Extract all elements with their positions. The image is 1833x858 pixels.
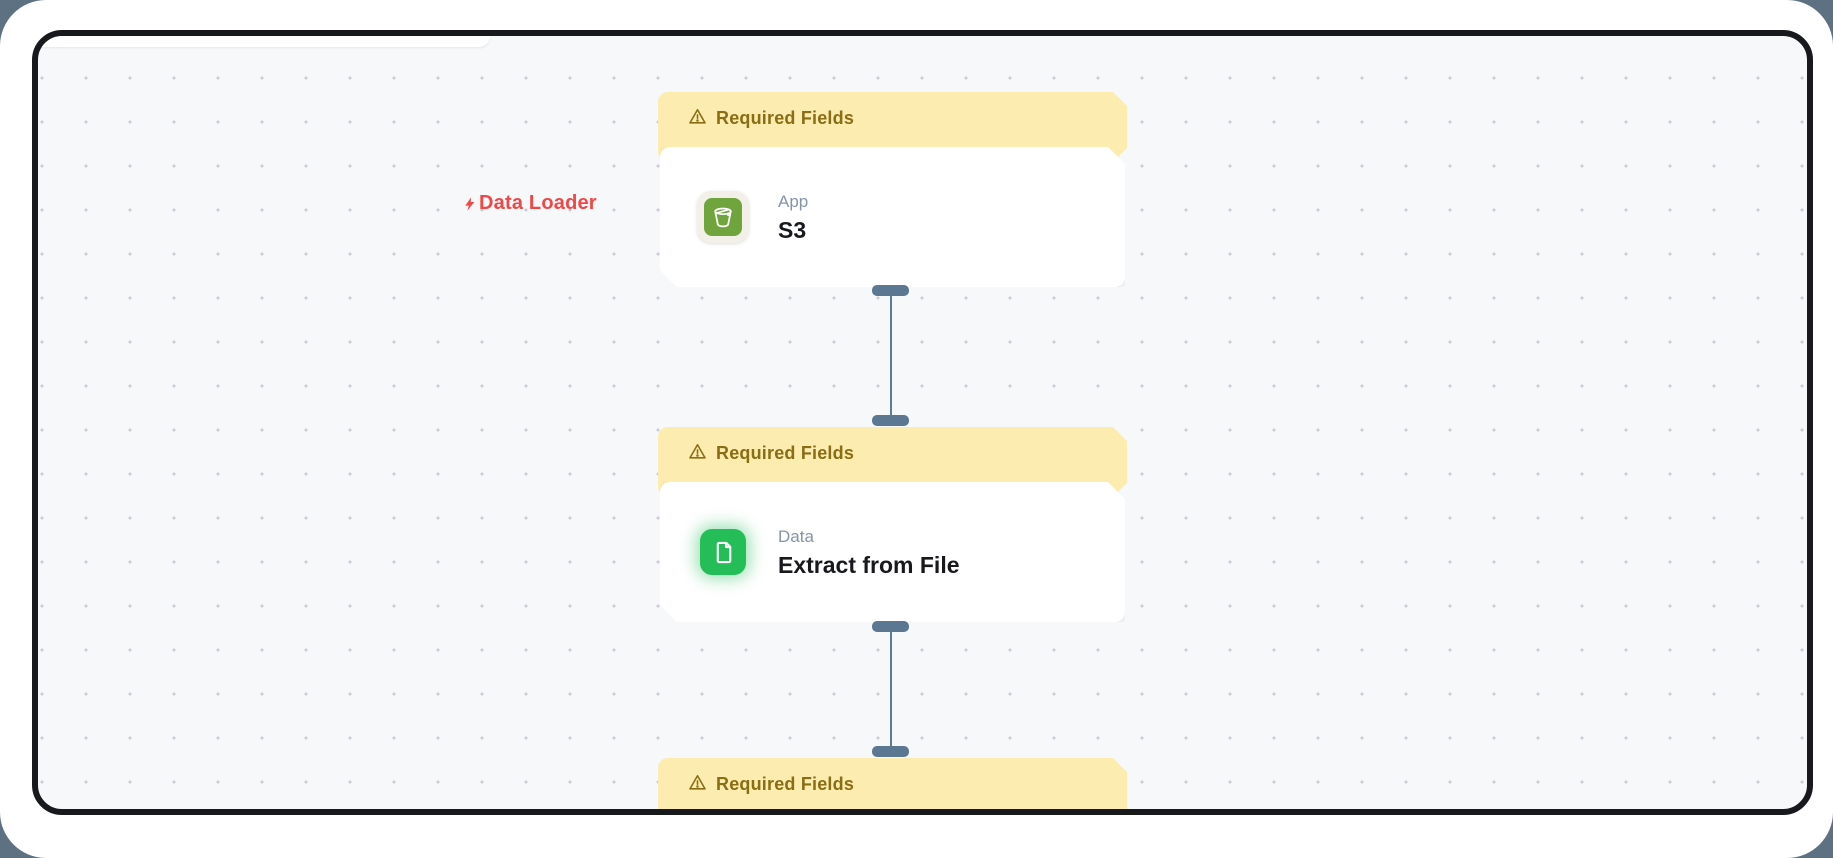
node-extract-from-file[interactable]: Required Fields Data Extract from File <box>658 427 1127 622</box>
handle-s3-output[interactable] <box>872 285 909 296</box>
toolbar-remnant <box>38 36 490 47</box>
node-category: App <box>778 191 809 211</box>
file-document-icon <box>700 529 746 575</box>
banner-label: Required Fields <box>716 108 855 128</box>
node-third-clipped[interactable]: Required Fields <box>658 758 1127 815</box>
node-s3[interactable]: Required Fields App S3 <box>658 92 1127 287</box>
node-card-s3[interactable]: App S3 <box>660 147 1125 287</box>
s3-icon-tile <box>697 191 749 243</box>
banner-label: Required Fields <box>716 774 855 794</box>
warning-triangle-icon <box>688 107 707 126</box>
warning-triangle-icon <box>688 442 707 461</box>
required-fields-banner: Required Fields <box>658 758 1127 815</box>
handle-extract-output[interactable] <box>872 621 909 632</box>
warning-triangle-icon <box>688 773 707 792</box>
lightning-icon <box>465 196 475 211</box>
edge-s3-to-extract[interactable] <box>890 294 892 418</box>
flow-label-text: Data Loader <box>479 192 597 214</box>
node-title: Extract from File <box>778 551 960 578</box>
flow-label-data-loader[interactable]: Data Loader <box>462 192 597 215</box>
handle-extract-input[interactable] <box>872 415 909 426</box>
canvas-dot-grid[interactable]: Data Loader Required Fields <box>38 36 1807 809</box>
handle-node3-input[interactable] <box>872 746 909 757</box>
banner-label: Required Fields <box>716 443 855 463</box>
node-card-extract-from-file[interactable]: Data Extract from File <box>660 482 1125 622</box>
workflow-canvas[interactable]: Data Loader Required Fields <box>32 30 1813 815</box>
node-title: S3 <box>778 216 807 243</box>
s3-bucket-icon <box>704 198 742 236</box>
edge-extract-to-node3[interactable] <box>890 630 892 748</box>
node-category: Data <box>778 526 814 546</box>
